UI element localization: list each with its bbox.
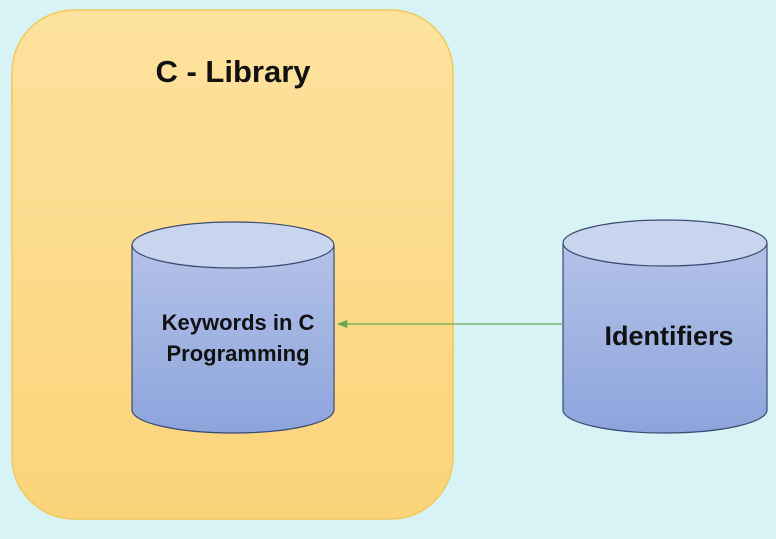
keywords-label-line1: Keywords in C	[162, 310, 315, 335]
keywords-cylinder-top	[131, 221, 335, 269]
identifiers-database-cylinder: Identifiers	[562, 219, 768, 434]
keywords-cylinder-body	[131, 245, 335, 434]
identifiers-cylinder-body	[562, 243, 768, 434]
keywords-label-line2: Programming	[166, 341, 309, 366]
identifiers-cylinder-top	[562, 219, 768, 267]
library-title: C - Library	[155, 54, 311, 89]
keywords-database-cylinder: Keywords in C Programming	[131, 221, 335, 434]
identifiers-label: Identifiers	[604, 321, 733, 351]
